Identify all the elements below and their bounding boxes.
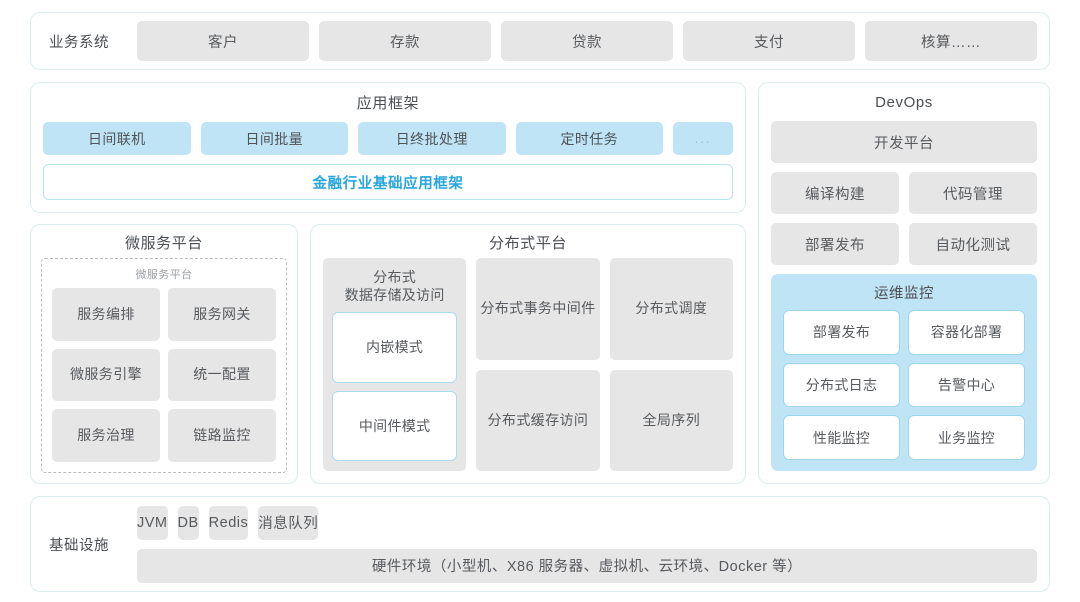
infra-chip-jvm[interactable]: JVM <box>137 505 168 540</box>
devops-pair-2: 部署发布 自动化测试 <box>771 223 1037 265</box>
devops-panel: DevOps 开发平台 编译构建 代码管理 部署发布 自动化测试 运维监控 部署… <box>758 82 1050 484</box>
application-framework-chips: 日间联机 日间批量 日终批处理 定时任务 ... <box>43 122 733 155</box>
devops-title: DevOps <box>875 94 933 111</box>
middle-left-column: 应用框架 日间联机 日间批量 日终批处理 定时任务 ... 金融行业基础应用框架… <box>30 82 746 484</box>
dist-cell-scheduling[interactable]: 分布式调度 <box>609 258 733 360</box>
distributed-platform-title: 分布式平台 <box>488 235 567 252</box>
msp-cell-trace-monitoring[interactable]: 链路监控 <box>168 409 276 462</box>
infra-chip-redis[interactable]: Redis <box>208 505 249 540</box>
appfw-chip-eod-batch[interactable]: 日终批处理 <box>358 122 506 155</box>
distributed-platform-body: 分布式 数据存储及访问 内嵌模式 中间件模式 分布式 事务中间件 分布式调度 <box>323 258 733 471</box>
distributed-storage-title-line2: 数据存储及访问 <box>344 286 445 303</box>
devops-cell-compile-build[interactable]: 编译构建 <box>771 172 899 214</box>
infrastructure-row: 基础设施 JVM DB Redis 消息队列 硬件环境（小型机、X86 服务器、… <box>30 496 1050 592</box>
infrastructure-label: 基础设施 <box>49 537 109 554</box>
ops-cell-performance-monitoring[interactable]: 性能监控 <box>783 415 900 460</box>
business-chip-loan[interactable]: 贷款 <box>501 21 673 61</box>
dist-cell-transaction-middleware[interactable]: 分布式 事务中间件 <box>476 258 600 360</box>
storage-mode-middleware[interactable]: 中间件模式 <box>332 390 458 461</box>
dist-cell-transaction-middleware-line1: 分布式 <box>480 300 524 316</box>
application-framework-panel: 应用框架 日间联机 日间批量 日终批处理 定时任务 ... 金融行业基础应用框架 <box>30 82 746 213</box>
distributed-cells-grid: 分布式 事务中间件 分布式调度 分布式 缓存访问 全局序列 <box>476 258 733 471</box>
ops-cell-containerized-deploy[interactable]: 容器化部署 <box>908 310 1025 355</box>
ops-cell-distributed-log[interactable]: 分布式日志 <box>783 362 900 408</box>
appfw-chip-more[interactable]: ... <box>673 122 733 155</box>
ops-monitoring-grid: 部署发布 容器化部署 分布式日志 告警中心 性能监控 业务监控 <box>783 310 1025 460</box>
microservice-platform-panel: 微服务平台 微服务平台 服务编排 服务网关 微服务引擎 统一配置 服务治理 链路… <box>30 224 298 484</box>
distributed-storage-title: 分布式 数据存储及访问 <box>332 267 457 304</box>
ops-cell-alert-center[interactable]: 告警中心 <box>908 362 1025 408</box>
dist-cell-global-sequence[interactable]: 全局序列 <box>609 369 733 471</box>
business-chip-payment[interactable]: 支付 <box>683 21 855 61</box>
dist-cell-transaction-middleware-line2: 事务中间件 <box>523 300 596 316</box>
devops-cell-code-management[interactable]: 代码管理 <box>909 172 1037 214</box>
application-framework-title: 应用框架 <box>356 95 420 112</box>
appfw-chip-scheduled-task[interactable]: 定时任务 <box>515 122 663 155</box>
financial-base-framework-bar[interactable]: 金融行业基础应用框架 <box>43 164 733 200</box>
msp-cell-unified-config[interactable]: 统一配置 <box>168 348 276 402</box>
dist-cell-cache-access[interactable]: 分布式 缓存访问 <box>476 369 600 471</box>
microservice-platform-inner-box: 微服务平台 服务编排 服务网关 微服务引擎 统一配置 服务治理 链路监控 <box>41 258 287 473</box>
appfw-chip-daytime-batch[interactable]: 日间批量 <box>200 122 348 155</box>
appfw-chip-daytime-online[interactable]: 日间联机 <box>43 122 191 155</box>
infrastructure-items: JVM DB Redis 消息队列 <box>137 505 1037 540</box>
infra-hardware-bar[interactable]: 硬件环境（小型机、X86 服务器、虚拟机、云环境、Docker 等） <box>137 548 1037 583</box>
devops-pair-1: 编译构建 代码管理 <box>771 172 1037 214</box>
distributed-storage-card[interactable]: 分布式 数据存储及访问 内嵌模式 中间件模式 <box>323 258 467 471</box>
distributed-platform-panel: 分布式平台 分布式 数据存储及访问 内嵌模式 中间件模式 <box>310 224 746 484</box>
infra-chip-message-queue[interactable]: 消息队列 <box>258 505 319 540</box>
platforms-row: 微服务平台 微服务平台 服务编排 服务网关 微服务引擎 统一配置 服务治理 链路… <box>30 224 746 484</box>
msp-cell-service-governance[interactable]: 服务治理 <box>52 409 160 462</box>
business-chip-customer[interactable]: 客户 <box>137 21 309 61</box>
devops-stack: 开发平台 编译构建 代码管理 部署发布 自动化测试 运维监控 部署发布 容器化部… <box>771 121 1037 471</box>
distributed-storage-title-line1: 分布式 <box>373 269 417 285</box>
business-system-row: 业务系统 客户 存款 贷款 支付 核算…… <box>30 12 1050 70</box>
devops-cell-deploy-release[interactable]: 部署发布 <box>771 223 899 265</box>
ops-monitoring-title: 运维监控 <box>874 286 934 302</box>
msp-cell-microservice-engine[interactable]: 微服务引擎 <box>52 348 160 402</box>
devops-cell-automated-testing[interactable]: 自动化测试 <box>909 223 1037 265</box>
dist-cell-cache-access-line2: 缓存访问 <box>530 411 589 428</box>
infrastructure-content: JVM DB Redis 消息队列 硬件环境（小型机、X86 服务器、虚拟机、云… <box>137 505 1037 583</box>
microservice-platform-inner-title: 微服务平台 <box>135 269 193 281</box>
infra-chip-db[interactable]: DB <box>177 505 199 540</box>
ops-cell-deploy-release[interactable]: 部署发布 <box>783 310 900 355</box>
microservice-platform-title: 微服务平台 <box>124 235 203 252</box>
business-system-label: 业务系统 <box>49 34 109 51</box>
middle-section: 应用框架 日间联机 日间批量 日终批处理 定时任务 ... 金融行业基础应用框架… <box>30 82 1050 484</box>
devops-cell-dev-platform[interactable]: 开发平台 <box>771 121 1037 163</box>
microservice-platform-grid: 服务编排 服务网关 微服务引擎 统一配置 服务治理 链路监控 <box>52 288 276 462</box>
business-chip-deposit[interactable]: 存款 <box>319 21 491 61</box>
business-system-chips: 客户 存款 贷款 支付 核算…… <box>137 21 1037 61</box>
business-chip-accounting[interactable]: 核算…… <box>865 21 1037 61</box>
dist-cell-cache-access-line1: 分布式 <box>487 411 531 428</box>
ops-cell-business-monitoring[interactable]: 业务监控 <box>908 415 1025 460</box>
ops-monitoring-panel: 运维监控 部署发布 容器化部署 分布式日志 告警中心 性能监控 业务监控 <box>771 274 1037 471</box>
msp-cell-service-gateway[interactable]: 服务网关 <box>168 288 276 341</box>
msp-cell-service-orchestration[interactable]: 服务编排 <box>52 288 160 341</box>
storage-mode-embedded[interactable]: 内嵌模式 <box>332 312 458 383</box>
